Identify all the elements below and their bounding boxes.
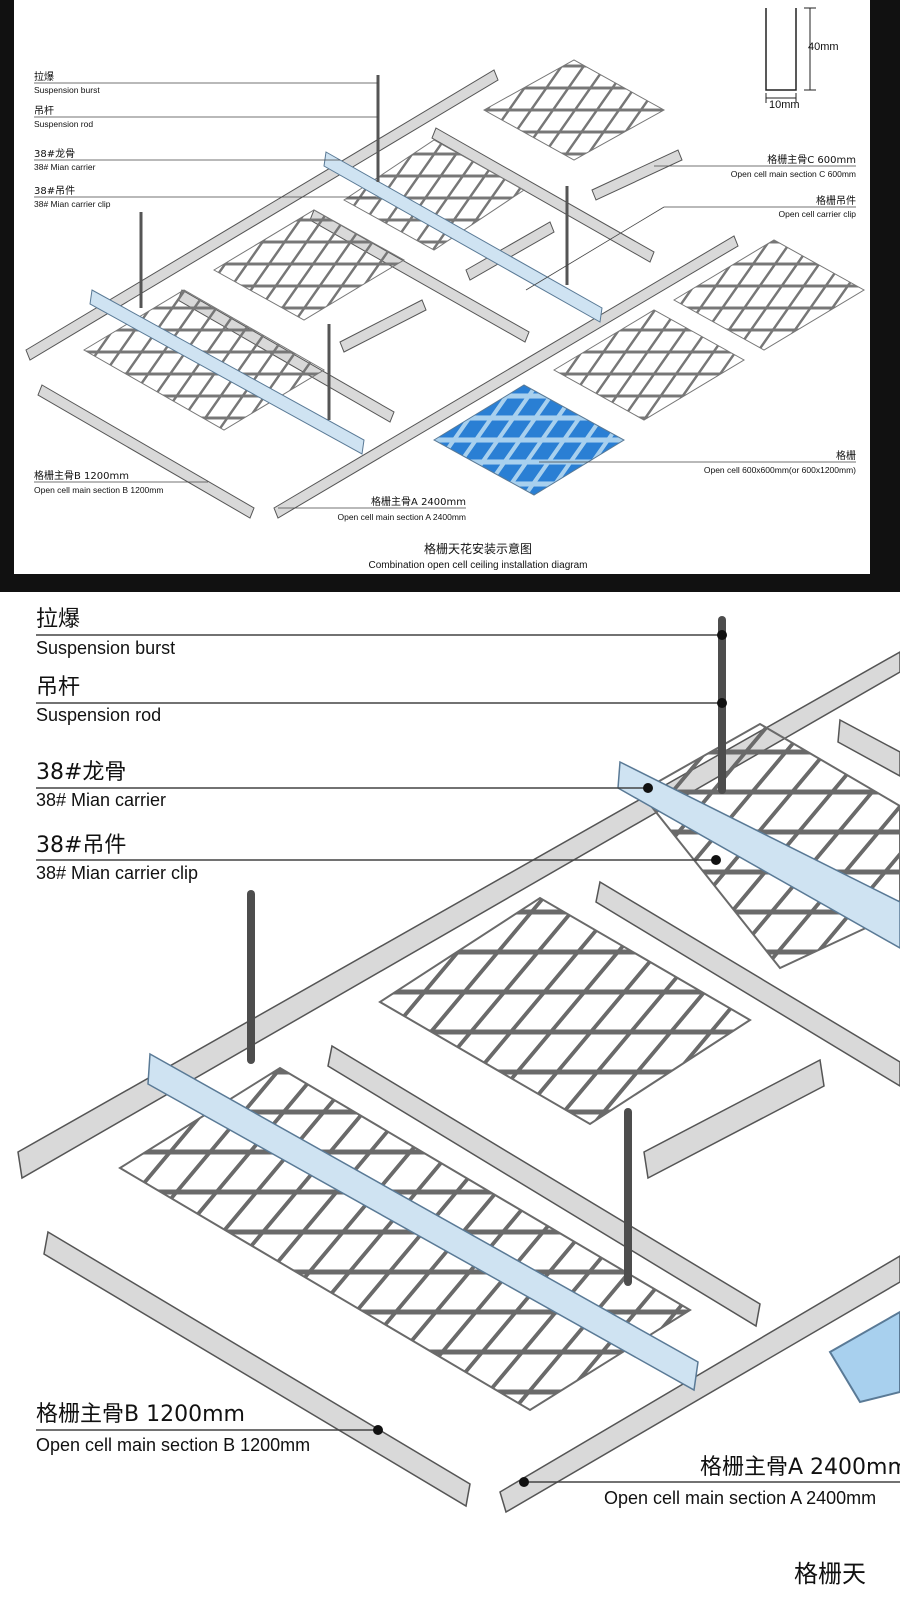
dt-label-2-cn: 38#龙骨 [36,760,126,785]
ov-label-1-en: Suspension rod [34,119,93,129]
overview-caption-en: Combination open cell ceiling installati… [368,560,587,571]
ov-label-8-cn: 格栅主骨A 2400mm [371,495,466,508]
dt-label-4-cn: 格栅主骨B 1200mm [36,1402,245,1427]
detail-leaders [36,634,900,1483]
dt-label-3-cn: 38#吊件 [36,833,126,858]
ov-label-6-en: Open cell 600x600mm(or 600x1200mm) [704,465,856,475]
ov-label-0-en: Suspension burst [34,85,100,95]
ov-label-5-cn: 格栅吊件 [816,194,856,207]
overview-caption-cn: 格栅天花安装示意图 [424,541,532,556]
detail-grid-modules [118,722,900,1412]
ov-label-1-cn: 吊杆 [34,105,54,117]
dt-label-0-cn: 拉爆 [36,607,80,632]
detail-drawing: 拉爆 Suspension burst 吊杆 Suspension rod 38… [17,607,900,1588]
overview-labels-right: 格栅主骨C 600mm Open cell main section C 600… [337,153,856,522]
carriers [89,151,603,455]
dt-label-3-en: 38# Mian carrier clip [36,863,198,883]
ov-label-5-en: Open cell carrier clip [779,209,857,219]
detail-caption-partial: 格栅天 [794,1560,866,1588]
overview-panel: 40mm 10mm [0,0,900,592]
overview-leaders [34,82,856,509]
dim-height-label: 40mm [808,41,839,53]
ov-label-7-cn: 格栅主骨B 1200mm [34,469,129,482]
ov-label-2-en: 38# Mian carrier [34,162,96,172]
dt-label-5-cn: 格栅主骨A 2400mm [700,1455,900,1480]
overview-labels-left: 拉爆 Suspension burst 吊杆 Suspension rod 38… [34,70,163,495]
detail-leader-dots [373,630,727,1487]
dt-label-2-en: 38# Mian carrier [36,790,166,810]
channel-profile [765,7,816,103]
overview-frame: 40mm 10mm [14,0,870,574]
rods [139,75,569,420]
detail-labels: 拉爆 Suspension burst 吊杆 Suspension rod 38… [36,607,900,1588]
dt-label-1-en: Suspension rod [36,705,161,725]
dt-label-4-en: Open cell main section B 1200mm [36,1435,310,1455]
dt-label-1-cn: 吊杆 [36,675,80,700]
overview-drawing: 40mm 10mm [25,7,865,571]
ov-label-4-cn: 格栅主骨C 600mm [767,153,856,166]
ov-label-3-cn: 38#吊件 [34,185,75,197]
ov-label-4-en: Open cell main section C 600mm [731,169,856,179]
ov-label-8-en: Open cell main section A 2400mm [337,512,466,522]
dim-width-label: 10mm [769,99,800,111]
ov-label-6-cn: 格栅 [836,449,856,462]
ov-label-2-cn: 38#龙骨 [34,147,75,160]
ov-label-3-en: 38# Mian carrier clip [34,199,111,209]
dt-label-5-en: Open cell main section A 2400mm [604,1488,876,1508]
rails [25,69,739,519]
detail-carriers [147,760,900,1392]
detail-panel: 拉爆 Suspension burst 吊杆 Suspension rod 38… [0,592,900,1600]
ov-label-0-cn: 拉爆 [34,70,54,83]
ov-label-7-en: Open cell main section B 1200mm [34,485,163,495]
dt-label-0-en: Suspension burst [36,638,175,658]
